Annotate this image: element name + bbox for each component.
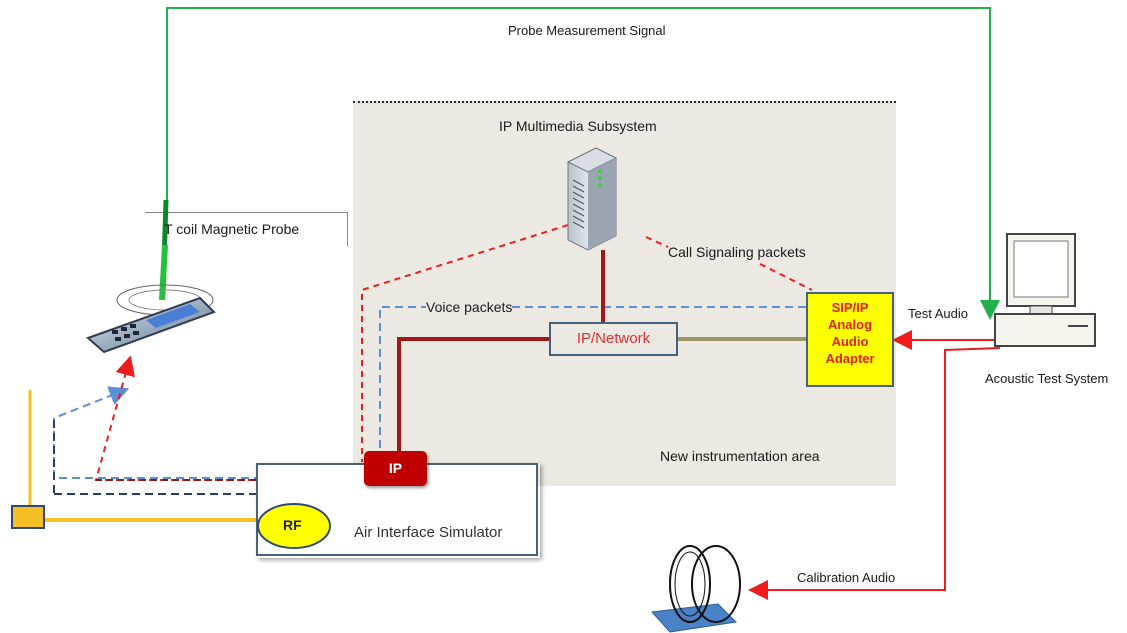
acoustic-system-label: Acoustic Test System xyxy=(985,371,1109,386)
sip-line4: Adapter xyxy=(825,351,875,366)
ip-box: IP xyxy=(364,451,427,486)
sip-line3: Audio xyxy=(831,334,869,349)
phone-icon xyxy=(86,284,216,354)
call-signaling-label: Call Signaling packets xyxy=(668,244,806,260)
network-ip-link xyxy=(397,337,549,452)
air-interface-label: Air Interface Simulator xyxy=(354,524,503,541)
voice-packets-label: Voice packets xyxy=(426,299,513,315)
calibration-audio-label: Calibration Audio xyxy=(797,570,896,585)
ims-area xyxy=(353,101,896,486)
computer-icon xyxy=(994,233,1096,347)
tcoil-probe-label-box xyxy=(145,212,348,246)
tcoil-icon xyxy=(650,545,741,633)
connector-icon xyxy=(11,505,45,529)
tcoil-probe-label: T coil Magnetic Probe xyxy=(164,221,300,237)
probe-signal-label: Probe Measurement Signal xyxy=(508,23,666,38)
probe-signal-line xyxy=(166,7,1000,320)
sip-line1: SIP/IP xyxy=(831,300,869,315)
sip-line2: Analog xyxy=(827,317,873,332)
ip-network-box: IP/Network xyxy=(549,322,678,356)
call-signal-left-dashed xyxy=(361,224,569,462)
rf-label: RF xyxy=(283,517,302,533)
test-audio-label: Test Audio xyxy=(908,306,968,321)
sip-adapter-box: SIP/IP Analog Audio Adapter xyxy=(806,292,894,387)
call-signal-right-dashed xyxy=(759,263,813,291)
server-icon xyxy=(566,147,618,251)
calibration-audio-arrow xyxy=(748,347,1001,600)
new-area-label: New instrumentation area xyxy=(660,448,820,464)
ims-label: IP Multimedia Subsystem xyxy=(499,118,657,134)
